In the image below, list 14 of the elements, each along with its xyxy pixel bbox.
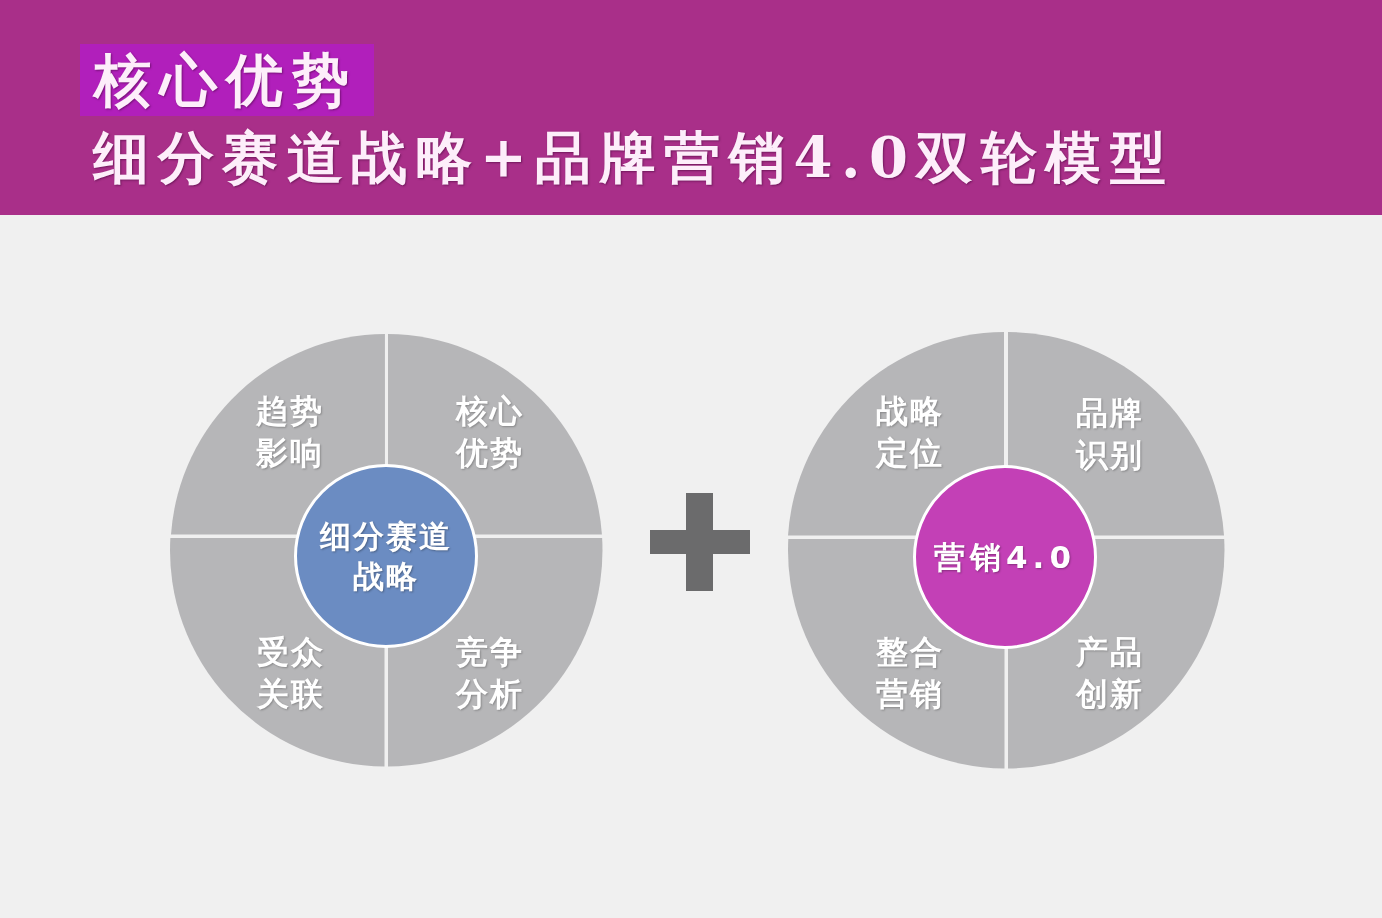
segment-label: 竞争分析 — [455, 632, 525, 715]
segment-label: 核心优势 — [455, 391, 525, 474]
segment-label: 趋势影响 — [255, 391, 325, 474]
section-tag: 核心优势 — [80, 44, 374, 116]
quadrant-segment — [788, 538, 1005, 768]
segment-label: 产品创新 — [1075, 632, 1145, 715]
center-label: 营销4.0 — [934, 538, 1076, 577]
segment-label: 受众关联 — [256, 632, 326, 715]
center-label: 细分赛道战略 — [319, 517, 453, 596]
segment-label: 品牌识别 — [1075, 393, 1145, 476]
segment-label: 战略定位 — [875, 391, 945, 474]
segment-label: 整合营销 — [875, 632, 945, 715]
quadrant-segment — [1007, 538, 1224, 768]
title: 细分赛道战略+品牌营销4.0双轮模型 — [93, 123, 1175, 192]
